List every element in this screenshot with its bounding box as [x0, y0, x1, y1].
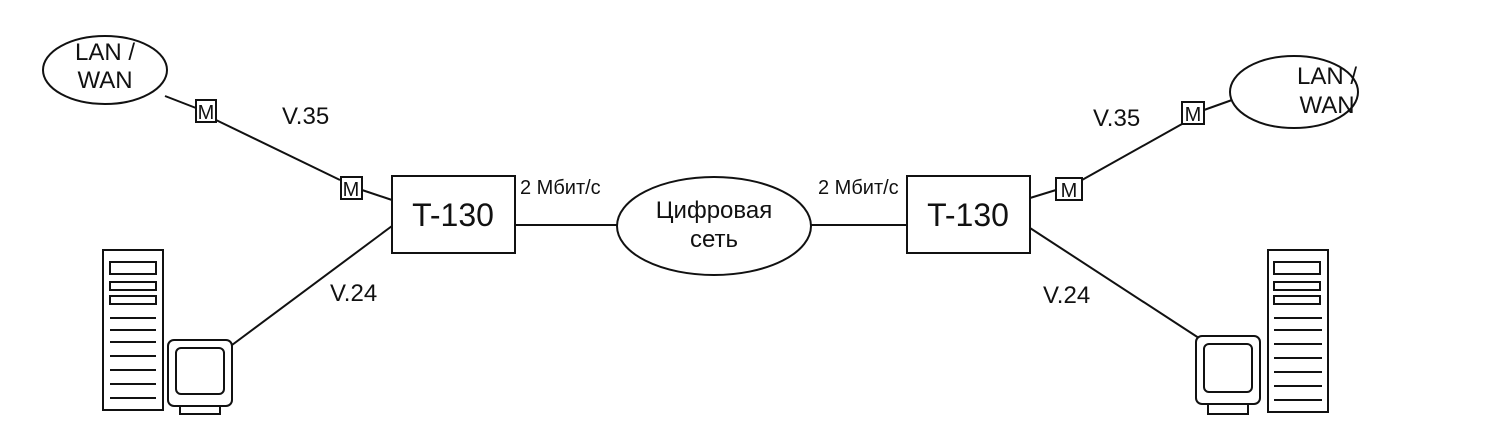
- digital-network-line1: Цифровая: [656, 197, 772, 224]
- monitor-icon: [167, 339, 233, 415]
- left-t130-device: T-130: [391, 175, 516, 254]
- monitor-icon: [1195, 335, 1261, 415]
- right-modem-device-label: M: [1061, 180, 1078, 202]
- left-modem-device: M: [340, 176, 363, 201]
- left-network-line2: WAN: [77, 67, 132, 94]
- left-trunk-speed-label: 2 Мбит/с: [520, 177, 601, 199]
- right-v24-label: V.24: [1043, 282, 1090, 309]
- left-lan-wan-cloud: LAN / WAN: [42, 35, 168, 105]
- left-modem-network-label: M: [198, 102, 215, 124]
- right-network-line1: LAN /: [1297, 63, 1357, 90]
- right-modem-device: M: [1055, 177, 1083, 202]
- connection-lines: [164, 95, 1233, 349]
- left-modem-network: M: [195, 99, 217, 124]
- workstation-icon: [1267, 249, 1329, 413]
- line-right-t130-modem: [1029, 189, 1057, 199]
- right-t130-device: T-130: [906, 175, 1031, 254]
- left-modem-device-label: M: [343, 179, 360, 201]
- right-modem-network-label: M: [1185, 104, 1202, 126]
- left-network-line1: LAN /: [75, 39, 135, 66]
- right-trunk-speed-label: 2 Мбит/с: [818, 177, 899, 199]
- right-lan-wan-cloud: LAN / WAN: [1229, 55, 1359, 129]
- left-v35-label: V.35: [282, 103, 329, 130]
- workstation-icon: [102, 249, 164, 411]
- right-v35-label: V.35: [1093, 105, 1140, 132]
- line-right-v35: [1081, 123, 1183, 181]
- line-left-lan-modem: [164, 95, 197, 109]
- digital-network-line2: сеть: [690, 226, 738, 253]
- left-v24-label: V.24: [330, 280, 377, 307]
- digital-network-cloud: Цифровая сеть: [616, 176, 812, 276]
- right-t130-label: T-130: [927, 197, 1009, 233]
- line-right-v24: [1029, 227, 1206, 343]
- left-t130-label: T-130: [412, 197, 494, 233]
- right-network-line2: WAN: [1299, 92, 1354, 119]
- line-left-modem-t130: [361, 189, 393, 201]
- line-left-v24: [227, 225, 393, 349]
- line-left-v35: [215, 119, 341, 181]
- line-right-modem-lan: [1203, 99, 1233, 111]
- right-modem-network: M: [1181, 101, 1205, 126]
